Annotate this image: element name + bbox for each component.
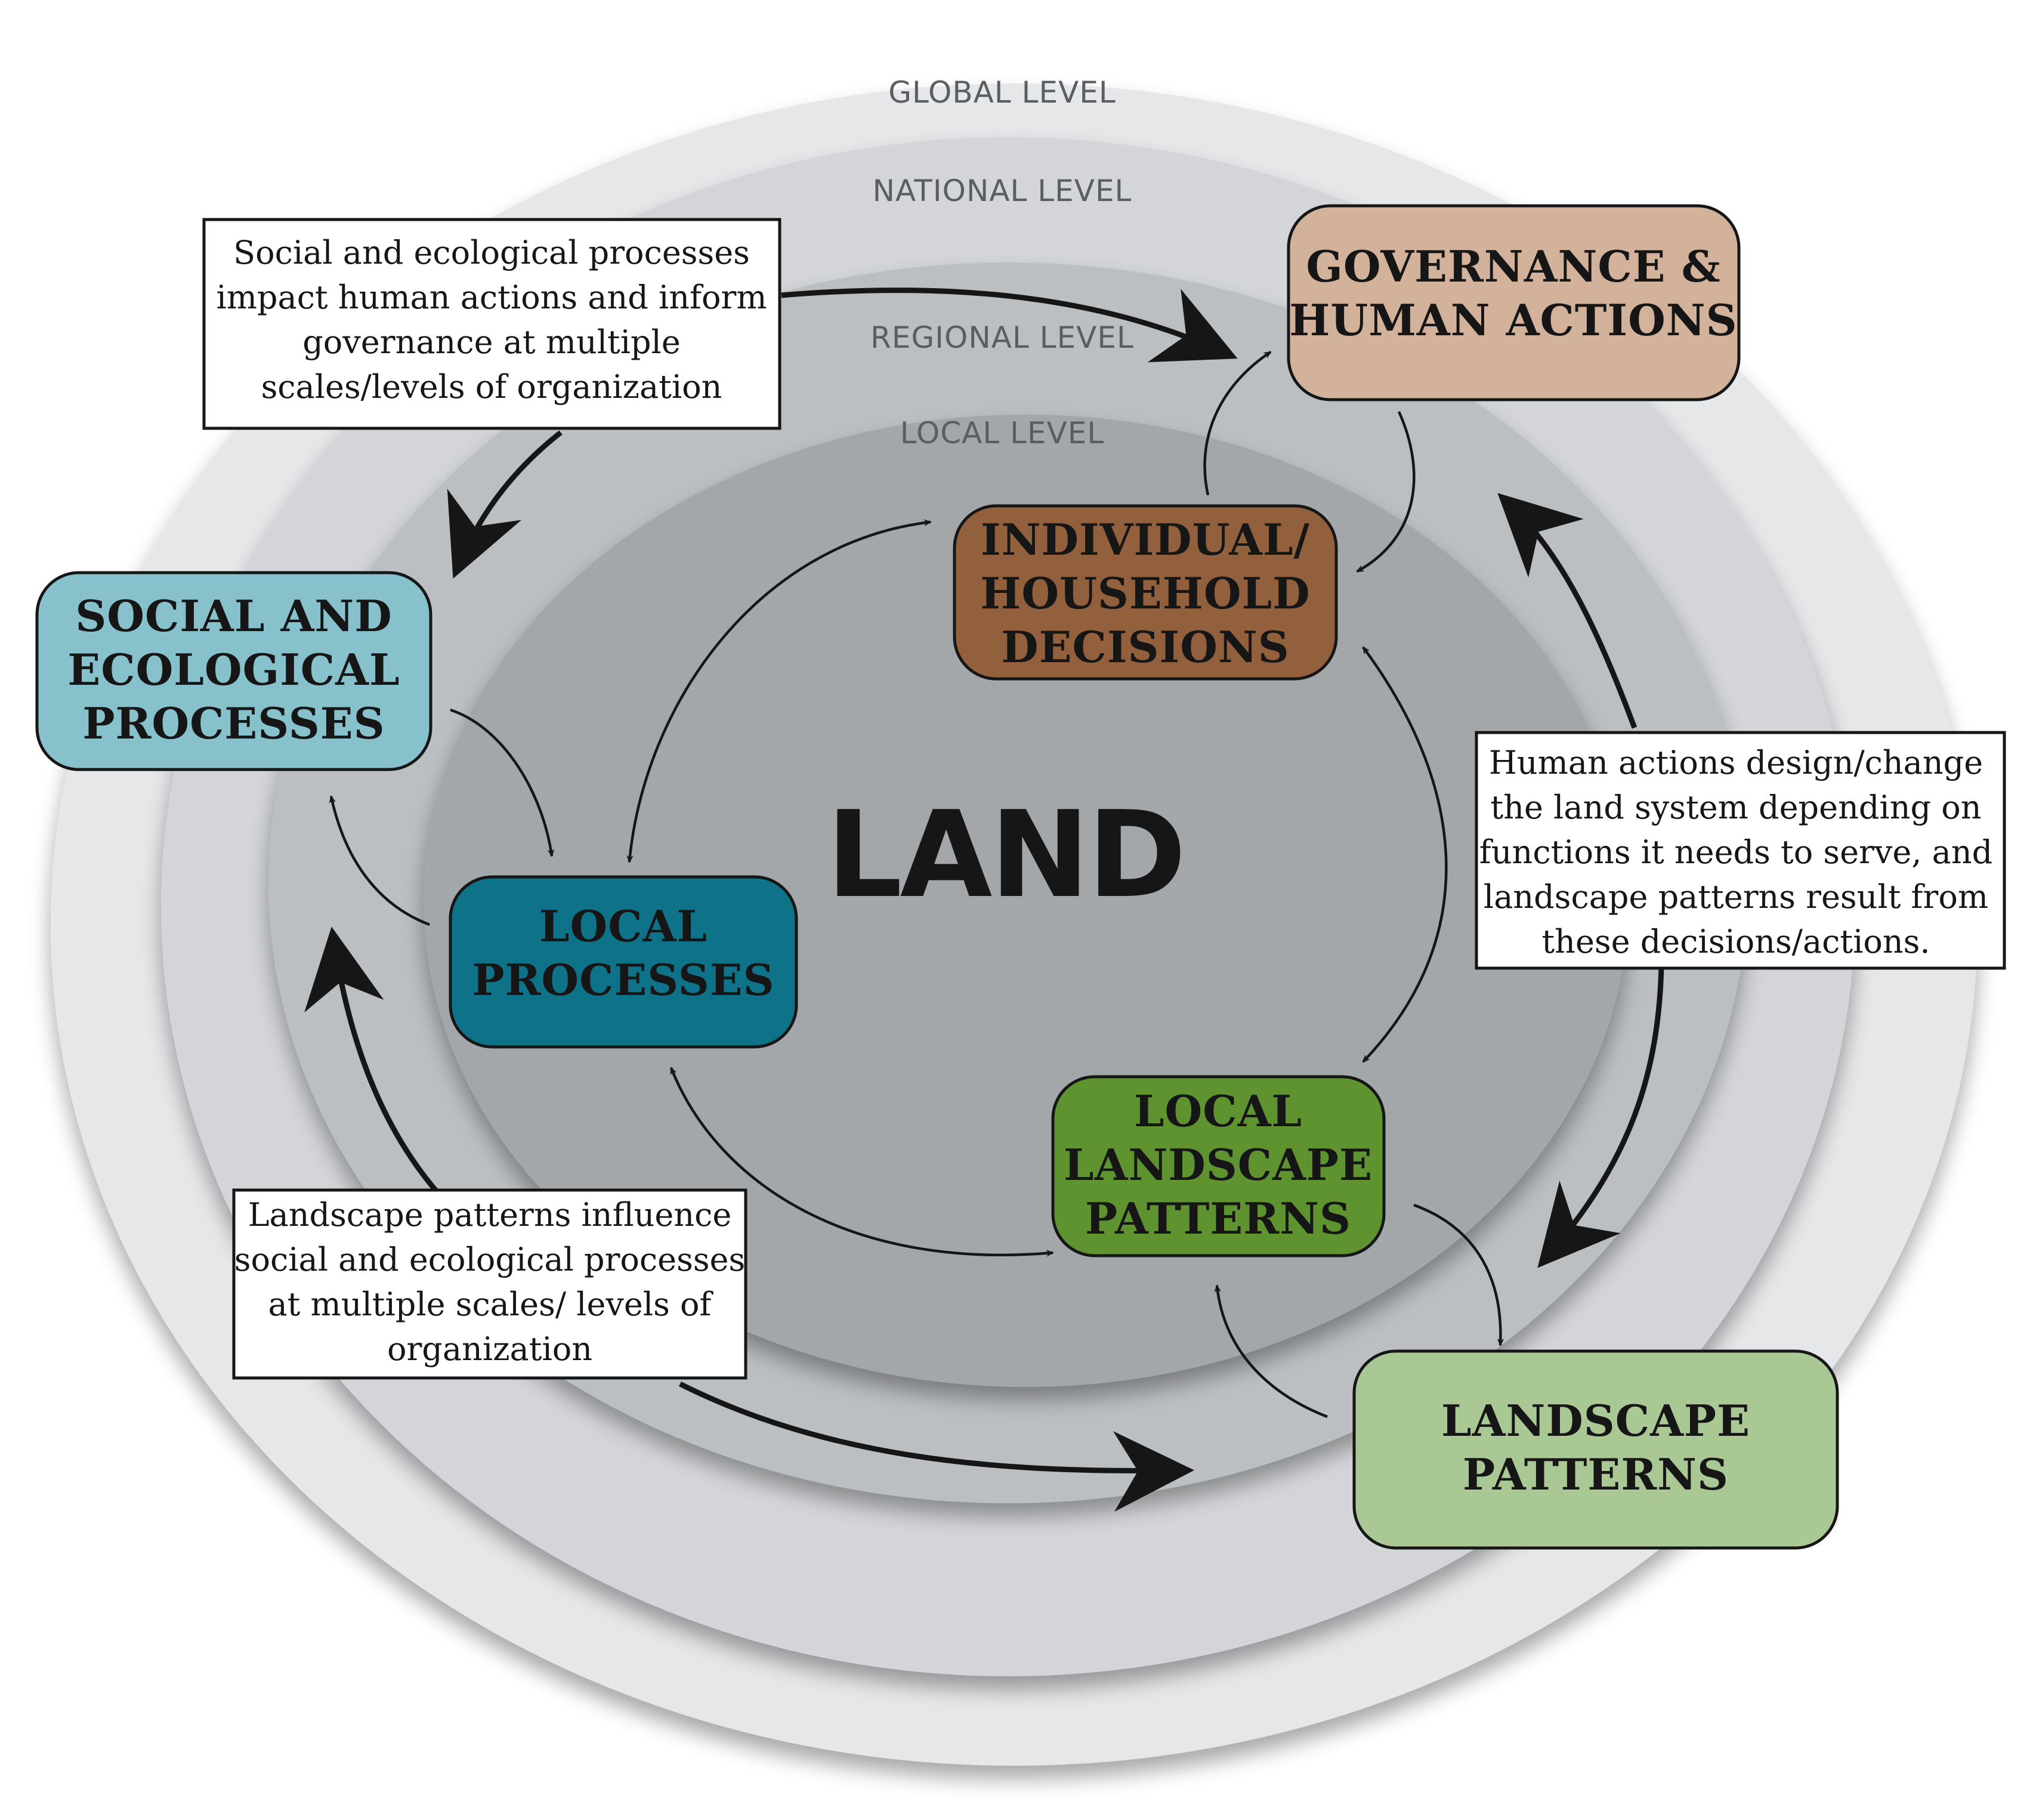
social-line-2: ECOLOGICAL bbox=[67, 644, 400, 695]
note-bottom-left-line-2: social and ecological processes bbox=[234, 1241, 745, 1278]
note-landscape-influence: Landscape patterns influence social and … bbox=[232, 1188, 747, 1380]
governance-line-1: GOVERNANCE & bbox=[1306, 241, 1720, 292]
note-top-left-line-3: governance at multiple bbox=[302, 323, 681, 361]
local-level-label: LOCAL LEVEL bbox=[900, 416, 1104, 450]
regional-level-label: REGIONAL LEVEL bbox=[870, 320, 1134, 355]
note-right-line-2: the land system depending on bbox=[1491, 789, 1982, 826]
individual-line-3: DECISIONS bbox=[1001, 622, 1290, 672]
individual-line-1: INDIVIDUAL/ bbox=[981, 514, 1310, 565]
arrow-individual-local-landscape bbox=[1362, 646, 1448, 1063]
landscape-line-1: LANDSCAPE bbox=[1441, 1395, 1750, 1446]
arrow-right-to-landscape bbox=[1537, 966, 1664, 1268]
arrow-bottom-to-social bbox=[304, 926, 438, 1192]
arrow-bottom-to-landscape bbox=[678, 1381, 1194, 1512]
arrow-local-landscape-to-landscape bbox=[1413, 1203, 1504, 1346]
individual-household-decisions-node: INDIVIDUAL/ HOUSEHOLD DECISIONS bbox=[953, 504, 1338, 681]
arrow-note-to-governance bbox=[781, 288, 1238, 363]
governance-line-2: HUMAN ACTIONS bbox=[1289, 295, 1737, 345]
social-ecological-processes-node: SOCIAL AND ECOLOGICAL PROCESSES bbox=[35, 571, 432, 771]
arrow-local-processes-local-landscape bbox=[669, 1067, 1054, 1257]
local-processes-node: LOCAL PROCESSES bbox=[449, 875, 798, 1049]
arrow-governance-to-individual bbox=[1356, 411, 1416, 573]
social-line-1: SOCIAL AND bbox=[75, 591, 392, 641]
note-human-actions-design: Human actions design/change the land sys… bbox=[1475, 731, 2006, 970]
arrow-local-processes-to-social bbox=[329, 795, 430, 926]
note-bottom-left-line-1: Landscape patterns influence bbox=[248, 1196, 732, 1234]
note-bottom-left-line-3: at multiple scales/ levels of bbox=[268, 1286, 713, 1323]
note-top-left-line-2: impact human actions and inform bbox=[216, 279, 767, 316]
local-landscape-line-2: LANDSCAPE bbox=[1064, 1139, 1373, 1190]
local-processes-line-1: LOCAL bbox=[539, 901, 707, 951]
note-top-left-line-1: Social and ecological processes bbox=[233, 234, 750, 271]
local-landscape-line-3: PATTERNS bbox=[1085, 1193, 1351, 1244]
local-landscape-line-1: LOCAL bbox=[1134, 1086, 1302, 1136]
local-landscape-patterns-node: LOCAL LANDSCAPE PATTERNS bbox=[1051, 1075, 1386, 1257]
global-level-label: GLOBAL LEVEL bbox=[888, 75, 1116, 110]
governance-human-actions-node: GOVERNANCE & HUMAN ACTIONS bbox=[1287, 204, 1741, 401]
land-title: LAND bbox=[826, 786, 1184, 925]
national-level-label: NATIONAL LEVEL bbox=[873, 174, 1132, 208]
arrow-note-to-social bbox=[447, 430, 563, 579]
note-top-left-line-4: scales/levels of organization bbox=[261, 368, 722, 406]
arrow-social-to-local-processes bbox=[450, 708, 555, 857]
landscape-line-2: PATTERNS bbox=[1463, 1449, 1729, 1500]
note-right-line-4: landscape patterns result from bbox=[1484, 878, 1988, 916]
arrow-right-to-governance bbox=[1497, 493, 1637, 729]
note-right-line-3: functions it needs to serve, and bbox=[1479, 833, 1992, 871]
social-line-3: PROCESSES bbox=[82, 698, 385, 749]
arrow-local-processes-individual bbox=[626, 519, 932, 863]
arrow-landscape-to-local-landscape bbox=[1214, 1284, 1328, 1419]
note-right-line-1: Human actions design/change bbox=[1489, 744, 1983, 781]
landscape-patterns-node: LANDSCAPE PATTERNS bbox=[1352, 1349, 1839, 1550]
note-right-line-5: these decisions/actions. bbox=[1541, 923, 1930, 960]
individual-line-2: HOUSEHOLD bbox=[980, 568, 1310, 619]
note-bottom-left-line-4: organization bbox=[387, 1330, 592, 1368]
arrow-individual-to-governance bbox=[1203, 351, 1272, 496]
note-social-impacts-governance: Social and ecological processes impact h… bbox=[202, 218, 781, 430]
local-processes-line-2: PROCESSES bbox=[472, 954, 774, 1005]
